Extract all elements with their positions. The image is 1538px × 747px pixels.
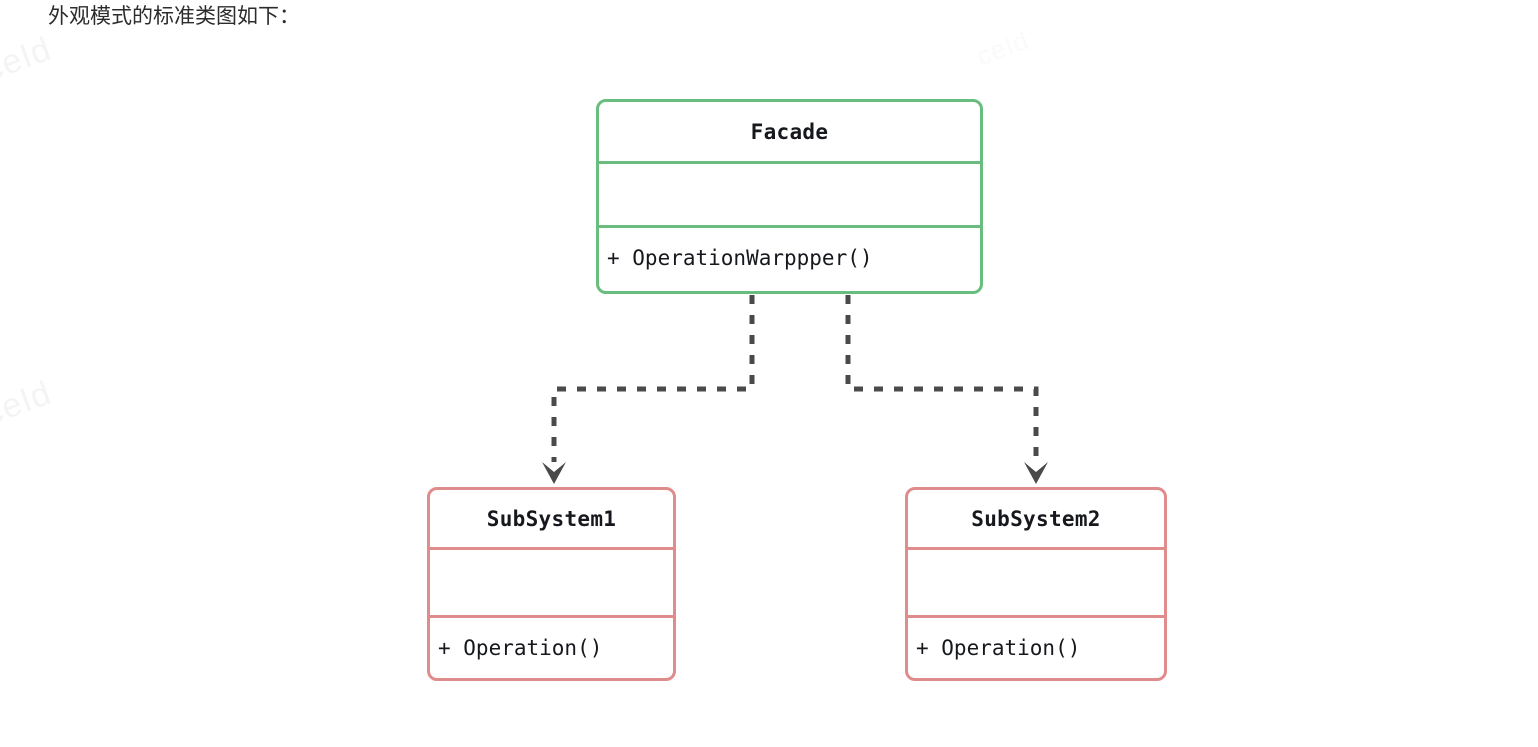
uml-class-facade-name: Facade: [599, 102, 980, 164]
uml-class-subsystem1-attributes: [430, 550, 673, 618]
arrowhead-subsystem2: [1024, 462, 1048, 484]
dependency-line-subsystem1: [551, 295, 755, 462]
page-title: 外观模式的标准类图如下：: [48, 5, 300, 28]
uml-class-facade[interactable]: Facade + OperationWarppper(): [596, 99, 983, 294]
uml-class-subsystem1-name: SubSystem1: [430, 490, 673, 550]
uml-class-subsystem1[interactable]: SubSystem1 + Operation(): [427, 487, 676, 681]
uml-class-subsystem2[interactable]: SubSystem2 + Operation(): [905, 487, 1167, 681]
uml-class-facade-operations: + OperationWarppper(): [607, 246, 873, 270]
relation-facade-to-subsystem2: [845, 295, 1048, 484]
dependency-line-subsystem2: [845, 295, 1039, 462]
uml-class-subsystem1-operations: + Operation(): [438, 636, 603, 660]
arrowhead-subsystem1: [542, 462, 566, 484]
uml-class-subsystem2-name: SubSystem2: [908, 490, 1164, 550]
uml-class-facade-attributes: [599, 164, 980, 228]
uml-class-subsystem2-operations: + Operation(): [916, 636, 1081, 660]
uml-class-subsystem2-attributes: [908, 550, 1164, 618]
relation-facade-to-subsystem1: [542, 295, 755, 484]
